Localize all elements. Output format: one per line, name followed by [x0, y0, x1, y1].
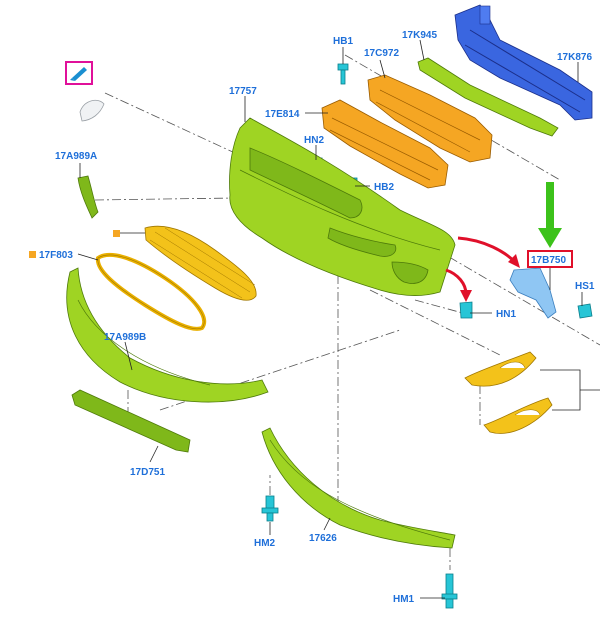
fog-bezel-lower-part — [483, 397, 553, 434]
bumper-cover-part — [229, 117, 456, 296]
label-hm2[interactable]: HM2 — [254, 538, 276, 549]
label-17e814[interactable]: 17E814 — [265, 109, 300, 120]
mounting-bracket-part — [509, 267, 557, 319]
fog-bezel-upper-part — [464, 351, 537, 387]
label-hb2[interactable]: HB2 — [374, 182, 394, 193]
leader-lines — [77, 39, 583, 599]
energy-absorber-lower-part — [321, 99, 449, 189]
lower-valance-part — [66, 267, 269, 403]
clip-hb1 — [337, 63, 349, 85]
edit-pencil-icon[interactable] — [65, 61, 93, 85]
reinforcement-beam-part — [454, 4, 593, 121]
energy-absorber-upper-part — [367, 74, 493, 163]
label-17c972[interactable]: 17C972 — [364, 48, 399, 59]
label-hb1[interactable]: HB1 — [333, 36, 353, 47]
label-17a989b[interactable]: 17A989B — [104, 332, 146, 343]
side-bracket-part — [77, 175, 99, 219]
clip-hn1 — [459, 301, 473, 319]
lamp-cover-part — [79, 99, 105, 122]
red-arrow-to-bracket — [457, 236, 520, 268]
label-17k945[interactable]: 17K945 — [402, 30, 437, 41]
bottom-spoiler-part — [261, 427, 456, 549]
label-hn2[interactable]: HN2 — [304, 135, 324, 146]
grille-mesh-part — [144, 225, 257, 301]
grille-frame-marker — [29, 251, 36, 258]
red-arrow-to-clip — [445, 268, 472, 302]
clip-hs1 — [577, 303, 593, 319]
label-17a989a[interactable]: 17A989A — [55, 151, 97, 162]
label-17b750[interactable]: 17B750 — [531, 255, 566, 266]
label-17d751[interactable]: 17D751 — [130, 467, 165, 478]
green-arrow-indicator — [538, 182, 562, 248]
label-17626[interactable]: 17626 — [309, 533, 337, 544]
label-hs1[interactable]: HS1 — [575, 281, 595, 292]
label-hn1[interactable]: HN1 — [496, 309, 516, 320]
label-17f803[interactable]: 17F803 — [39, 250, 73, 261]
label-hm1[interactable]: HM1 — [393, 594, 415, 605]
lower-strip-part — [71, 389, 191, 453]
fastener-hm1 — [441, 573, 458, 609]
label-17k876[interactable]: 17K876 — [557, 52, 592, 63]
highlight-box-17b750 — [527, 250, 573, 268]
label-17757[interactable]: 17757 — [229, 86, 257, 97]
grille-marker — [113, 230, 120, 237]
upper-strip-part — [417, 57, 559, 137]
fastener-hm2 — [261, 495, 279, 522]
